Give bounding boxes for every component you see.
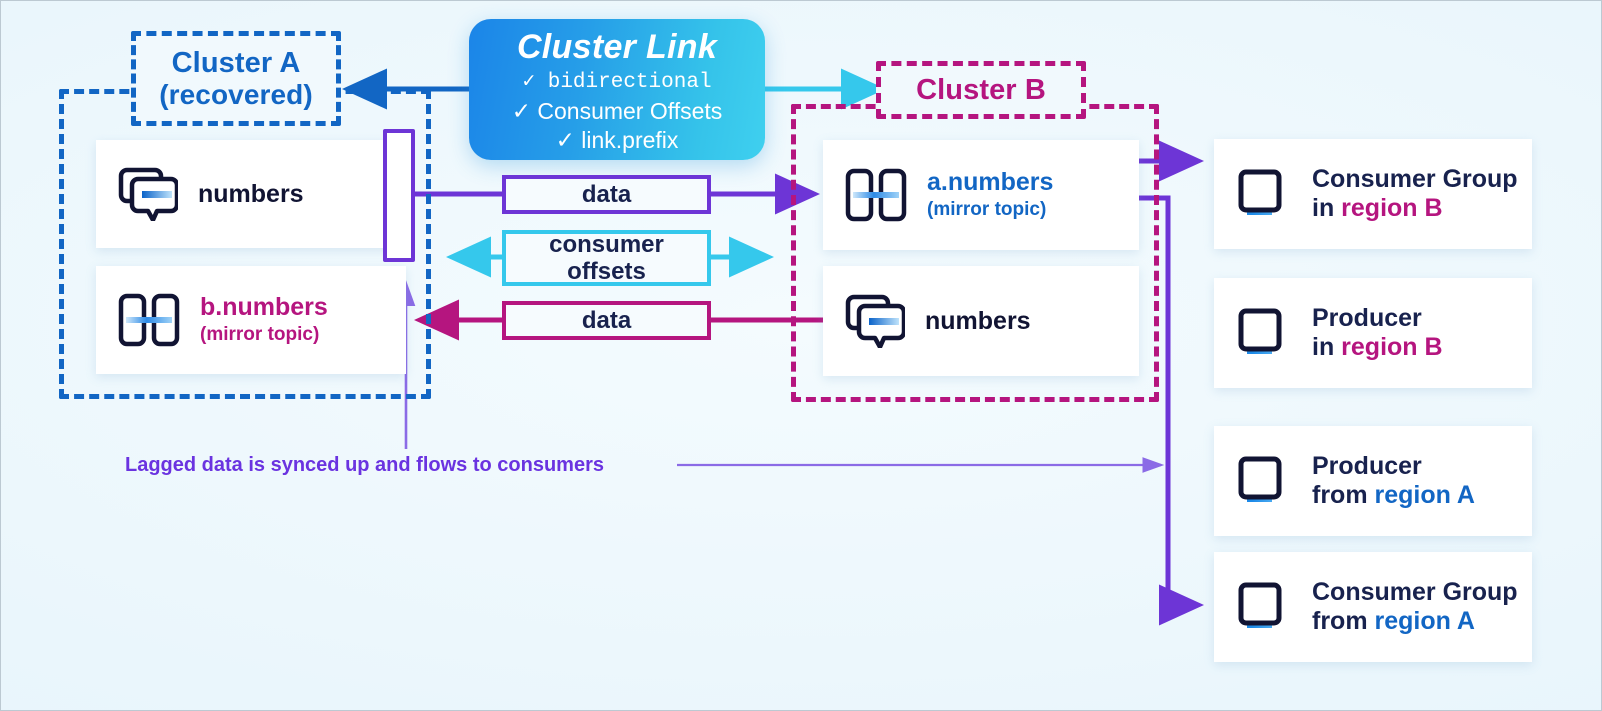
cluster-b-label-box: Cluster B (876, 61, 1086, 119)
topic-card-b-numbers-text: b.numbers (mirror topic) (200, 293, 328, 346)
client-preposition: in (1312, 333, 1335, 361)
topic-name: numbers (925, 306, 1031, 335)
topic-icon (845, 294, 905, 348)
client-region: region A (1374, 607, 1475, 635)
client-card-text: Consumer Group from region A (1312, 578, 1518, 636)
client-region-line: from region A (1312, 481, 1475, 510)
client-region-line: from region A (1312, 607, 1518, 636)
client-role: Consumer Group (1312, 578, 1518, 606)
flow-label-text: data (581, 180, 632, 208)
lag-bar (383, 129, 415, 262)
feature-label: Consumer Offsets (537, 97, 723, 124)
client-preposition: from (1312, 481, 1368, 509)
cluster-link-feature-link-prefix: ✓ link.prefix (556, 126, 679, 155)
client-preposition: from (1312, 607, 1368, 635)
topic-card-a-numbers[interactable]: numbers (96, 140, 406, 248)
client-region-line: in region B (1312, 333, 1443, 362)
client-role: Producer (1312, 304, 1422, 332)
check-icon: ✓ (522, 71, 536, 95)
topic-card-b-numbers-source[interactable]: numbers (823, 266, 1139, 376)
feature-label: link.prefix (581, 126, 679, 153)
mirror-topic-icon (845, 168, 907, 222)
cluster-link-badge[interactable]: Cluster Link ✓ bidirectional ✓ Consumer … (469, 19, 765, 160)
client-role: Consumer Group (1312, 165, 1518, 193)
cluster-a-sublabel: (recovered) (159, 79, 313, 111)
flow-label-text: data (581, 306, 632, 334)
client-card-text: Consumer Group in region B (1312, 165, 1518, 223)
topic-card-a-numbers-mirror[interactable]: a.numbers (mirror topic) (823, 140, 1139, 250)
client-preposition: in (1312, 194, 1335, 222)
cluster-b-label: Cluster B (916, 73, 1046, 106)
topic-card-b-numbers[interactable]: b.numbers (mirror topic) (96, 266, 406, 374)
client-card-consumer-group-region-b[interactable]: Consumer Group in region B (1214, 139, 1532, 249)
client-card-producer-region-b[interactable]: Producer in region B (1214, 278, 1532, 388)
topic-icon (118, 167, 178, 221)
flow-label-data-a-to-b: data (502, 175, 711, 214)
client-card-text: Producer from region A (1312, 452, 1475, 510)
topic-name: b.numbers (200, 293, 328, 322)
topic-subtitle: (mirror topic) (200, 324, 320, 346)
client-card-text: Producer in region B (1312, 304, 1443, 362)
annotation-lagged-data: Lagged data is synced up and flows to co… (125, 454, 604, 477)
topic-card-a-numbers-mirror-text: a.numbers (mirror topic) (927, 168, 1053, 221)
client-region: region B (1341, 333, 1443, 361)
check-icon: ✓ (511, 97, 531, 124)
check-icon: ✓ (555, 126, 575, 153)
flow-label-data-b-to-a: data (502, 301, 711, 340)
client-region-line: in region B (1312, 194, 1518, 223)
mirror-topic-icon (118, 293, 180, 347)
cluster-a-label-box: Cluster A (recovered) (131, 31, 341, 126)
client-region: region B (1341, 194, 1443, 222)
client-role: Producer (1312, 452, 1422, 480)
topic-card-b-numbers-source-text: numbers (925, 307, 1031, 336)
cluster-link-feature-bidirectional: ✓ bidirectional (522, 70, 711, 96)
cluster-link-feature-consumer-offsets: ✓ Consumer Offsets (512, 97, 723, 126)
client-square-icon (1238, 308, 1282, 354)
cluster-link-title: Cluster Link (516, 28, 718, 67)
client-card-consumer-group-region-a[interactable]: Consumer Group from region A (1214, 552, 1532, 662)
flow-label-text: consumer offsets (549, 230, 664, 285)
client-square-icon (1238, 456, 1282, 502)
client-region: region A (1374, 481, 1475, 509)
cluster-a-label: Cluster A (171, 46, 301, 79)
topic-subtitle: (mirror topic) (927, 199, 1047, 221)
topic-name: numbers (198, 179, 304, 208)
topic-name: a.numbers (927, 168, 1054, 197)
annotation-text: Lagged data is synced up and flows to co… (125, 454, 604, 476)
client-card-producer-region-a[interactable]: Producer from region A (1214, 426, 1532, 536)
client-square-icon (1238, 582, 1282, 628)
topic-card-a-numbers-text: numbers (198, 180, 304, 209)
feature-label: bidirectional (547, 71, 712, 95)
client-square-icon (1238, 169, 1282, 215)
flow-label-consumer-offsets: consumer offsets (502, 230, 711, 286)
